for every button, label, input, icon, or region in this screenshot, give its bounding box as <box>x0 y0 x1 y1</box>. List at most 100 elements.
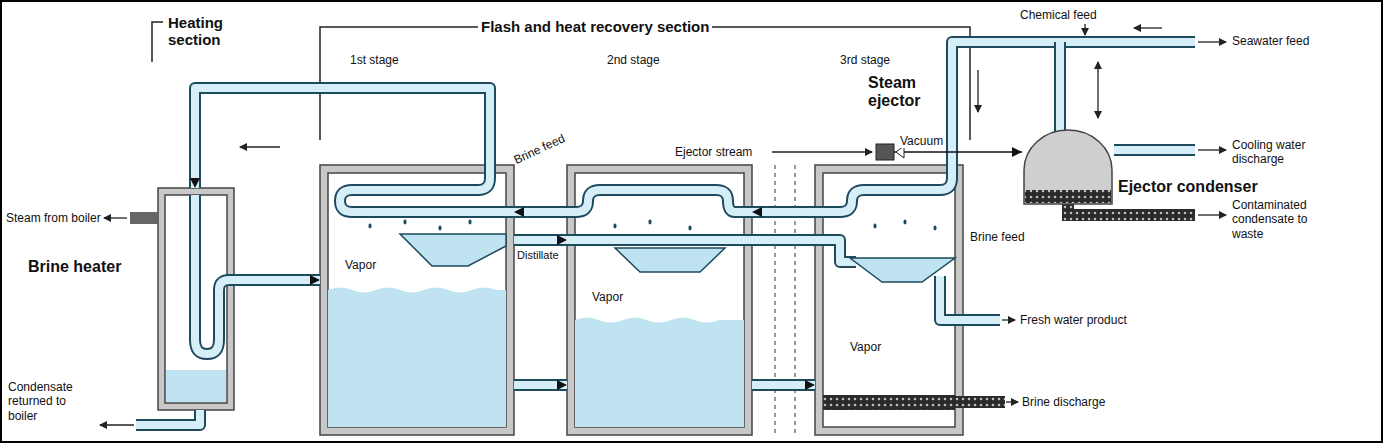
brine-water <box>166 370 226 402</box>
pipe <box>1114 146 1195 154</box>
flow-arrow <box>100 424 134 425</box>
brine-discharge-band <box>823 200 1195 410</box>
stream-label: Chemical feed <box>1020 8 1097 22</box>
pipe <box>1054 42 1066 132</box>
spray-drop <box>873 224 876 229</box>
flow-arrow <box>1097 62 1098 118</box>
pipe <box>136 410 200 425</box>
arrow-head <box>557 235 567 245</box>
distillate-trough <box>400 234 506 266</box>
vacuum-label: Vacuum <box>897 134 946 148</box>
arrow-head <box>805 380 815 390</box>
pipe-connector <box>752 207 815 217</box>
pipe-inner <box>752 236 815 244</box>
pipe-outline <box>514 379 567 391</box>
condenser-shell <box>1022 128 1114 206</box>
vessel-shell <box>575 173 744 427</box>
pipe-connector <box>514 380 567 390</box>
pipe-connector <box>752 240 815 241</box>
pipe-connector <box>234 275 320 285</box>
pipe-connector <box>752 380 815 390</box>
pipe <box>567 190 752 212</box>
pipe <box>340 165 514 212</box>
spray-drop <box>368 220 936 231</box>
pipe-inner <box>752 208 815 216</box>
flow-arrow <box>1084 24 1085 35</box>
arrow-head <box>557 380 567 390</box>
spray-drop <box>403 220 406 225</box>
flow-arrow <box>1006 401 1018 402</box>
flow-arrow <box>772 151 872 152</box>
pipe-outline <box>752 234 815 246</box>
pipe <box>567 234 752 246</box>
vessel-label: 2nd stage <box>607 53 660 67</box>
edge-label: Distillate <box>517 249 559 262</box>
flow-arrow <box>1198 149 1226 150</box>
stream-label: Cooling water discharge <box>1232 138 1320 167</box>
arrow-head <box>752 207 762 217</box>
pipe-outline <box>752 379 815 391</box>
pipe-outline <box>514 206 567 218</box>
flash-stage: 1st stage <box>320 165 514 435</box>
stream-label: Ejector stream <box>675 145 752 159</box>
vacuum-line <box>894 151 1022 153</box>
brine-discharge-band <box>1062 209 1195 221</box>
omitted-stages <box>775 165 776 435</box>
spray-drop <box>613 224 616 229</box>
stream-label: Brine discharge <box>1022 395 1105 409</box>
flow-arrow <box>240 146 280 147</box>
vessel-shell <box>158 165 963 435</box>
vessel-shell <box>567 165 752 435</box>
condenser-shell <box>1024 130 1112 204</box>
arrow-head <box>190 178 200 188</box>
section-bracket <box>152 22 163 62</box>
vapor-label: Vapor <box>345 258 376 272</box>
flow-arrow <box>1134 27 1162 28</box>
pipe <box>940 276 1000 320</box>
pipe-outline <box>514 234 567 246</box>
pipe <box>195 195 234 354</box>
pipe <box>1114 144 1195 156</box>
stream-label: Steam from boiler <box>6 211 101 225</box>
distillate-trough <box>615 248 725 272</box>
pipe-outline <box>752 206 815 218</box>
condenser-shell <box>1025 190 1111 203</box>
pipe-inner <box>195 88 490 188</box>
pipe <box>136 42 1195 425</box>
pipe-connector <box>190 88 490 188</box>
spray-drop <box>468 220 471 225</box>
pipe-inner <box>514 236 567 244</box>
vapor-label: Vapor <box>592 290 623 304</box>
spray-drop <box>438 226 441 231</box>
arrow-head <box>310 275 320 285</box>
brine-water <box>328 288 506 428</box>
distillate-trough <box>850 258 955 282</box>
pipe-inner <box>514 208 567 216</box>
vessel-label: 3rd stage <box>840 53 890 67</box>
steam-ejector: Steam ejector <box>876 144 894 160</box>
pipe <box>567 236 752 244</box>
pipe <box>940 276 1000 320</box>
spray-drop <box>648 220 651 225</box>
stream-label: Contaminated condensate to waste <box>1232 198 1328 241</box>
omitted-stages <box>795 165 796 435</box>
flow-arrow <box>1002 319 1015 320</box>
spray-drop <box>903 220 906 225</box>
vessel-label: Brine heater <box>28 258 140 276</box>
pipe-outline <box>195 88 490 188</box>
spray-drop <box>688 226 691 231</box>
brine-discharge-band <box>955 396 1005 408</box>
pipe <box>136 410 200 425</box>
stream-label: Brine feed <box>970 230 1025 244</box>
flow-arrow <box>104 217 127 218</box>
arrow-head <box>1012 147 1022 157</box>
vessel-shell <box>320 165 514 435</box>
section-bracket <box>152 22 970 140</box>
brine-water <box>166 288 744 428</box>
vessel-label: 1st stage <box>350 53 399 67</box>
stream-label: Brine feed <box>512 131 568 167</box>
vessel-label: Steam ejector <box>868 74 934 109</box>
pipe-inner <box>514 381 567 389</box>
